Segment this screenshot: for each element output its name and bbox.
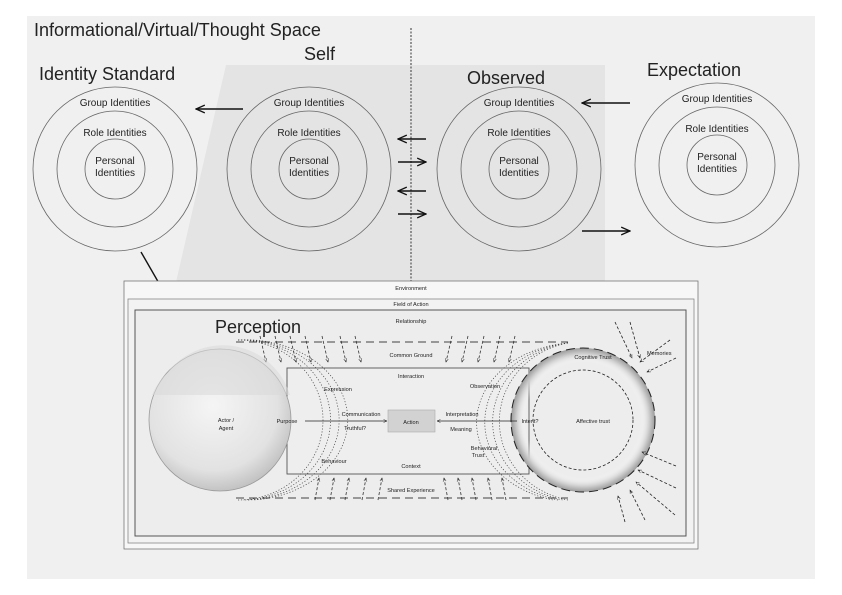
inbound-dashed-arrow xyxy=(458,478,463,501)
actor-dotted-arcs xyxy=(237,339,349,501)
field-of-action-label: Field of Action xyxy=(393,302,428,308)
interpretation-label: Interpretation xyxy=(446,412,479,418)
behavioral-trust-label: Behavioral xyxy=(471,446,497,452)
personal-identities-label: Personal xyxy=(499,156,538,167)
memories-label: Memories xyxy=(647,351,672,357)
inbound-dashed-arrow xyxy=(509,335,516,362)
identity-labels: Group Identities Role Identities Persona… xyxy=(80,94,753,179)
communication-label: Communication xyxy=(342,412,381,418)
observer-sphere xyxy=(511,348,655,492)
personal-identities-label-2: Identities xyxy=(95,168,135,179)
shared-experience-label: Shared Experience xyxy=(387,488,435,494)
personal-identities-label-2: Identities xyxy=(499,168,539,179)
inbound-dashed-arrow xyxy=(259,335,266,362)
inbound-dashed-arrow xyxy=(472,478,477,501)
inbound-dashed-arrow xyxy=(502,478,507,501)
common-ground-label: Common Ground xyxy=(390,353,433,359)
action-label: Action xyxy=(403,420,419,426)
behaviour-label: Behaviour xyxy=(321,459,346,465)
perception-heading: Perception xyxy=(215,317,301,337)
inbound-dashed-arrow xyxy=(478,335,485,362)
role-identities-label: Role Identities xyxy=(277,128,340,139)
behavioral-trust-label-2: Trust xyxy=(472,453,485,459)
expectation-heading: Expectation xyxy=(647,60,741,80)
context-label: Context xyxy=(401,464,421,470)
cognitive-trust-label: Cognitive Trust xyxy=(574,355,612,361)
purpose-label: Purpose xyxy=(277,419,298,425)
actor-sphere-cap xyxy=(152,345,290,395)
inbound-dashed-arrow xyxy=(344,478,349,501)
observation-label: Observation xyxy=(470,384,500,390)
inbound-dashed-arrow xyxy=(354,335,361,362)
inbound-dashed-arrow xyxy=(329,478,334,501)
observer-inbound-arrows xyxy=(614,321,677,523)
relationship-label: Relationship xyxy=(396,319,427,325)
role-identities-label: Role Identities xyxy=(487,128,550,139)
inbound-dashed-arrow xyxy=(494,335,501,362)
inbound-dashed-arrow xyxy=(462,335,469,362)
personal-identities-label-2: Identities xyxy=(289,168,329,179)
truthful-label: Truthful? xyxy=(344,426,366,432)
group-identities-label: Group Identities xyxy=(682,94,753,105)
self-heading: Self xyxy=(304,44,336,64)
inbound-dashed-arrow xyxy=(289,335,296,362)
space-heading: Informational/Virtual/Thought Space xyxy=(34,20,321,40)
group-identities-label: Group Identities xyxy=(274,98,345,109)
expression-label: Expression xyxy=(324,387,352,393)
projection-shape xyxy=(150,65,605,395)
environment-label: Environment xyxy=(395,286,427,292)
identity-standard-circles xyxy=(32,86,198,252)
inbound-dashed-arrow xyxy=(321,335,328,362)
personal-identities-label-2: Identities xyxy=(697,164,737,175)
identity-standard-heading: Identity Standard xyxy=(39,64,175,84)
observer-outer-circle xyxy=(510,347,656,493)
intent-label: Intent? xyxy=(521,419,538,425)
personal-identities-label: Personal xyxy=(289,156,328,167)
role-identities-label: Role Identities xyxy=(83,128,146,139)
inbound-dashed-arrow xyxy=(339,335,346,362)
actor-agent-label-2: Agent xyxy=(219,426,234,432)
affective-trust-label: Affective trust xyxy=(576,419,610,425)
inbound-dashed-arrow xyxy=(488,478,493,501)
inbound-dashed-arrow xyxy=(274,335,281,362)
inbound-dashed-arrow xyxy=(444,478,449,501)
self-circles xyxy=(226,86,392,252)
group-identities-label: Group Identities xyxy=(484,98,555,109)
inbound-dashed-arrows xyxy=(259,335,516,501)
interaction-label: Interaction xyxy=(398,374,424,380)
actor-agent-label: Actor / xyxy=(218,418,235,424)
observed-heading: Observed xyxy=(467,68,545,88)
inbound-dashed-arrow xyxy=(377,478,382,501)
observer-dotted-arcs xyxy=(476,342,569,501)
personal-identities-label: Personal xyxy=(95,156,134,167)
inbound-dashed-arrow xyxy=(446,335,453,362)
meaning-label: Meaning xyxy=(450,427,471,433)
personal-identities-label: Personal xyxy=(697,152,736,163)
inbound-dashed-arrow xyxy=(304,335,311,362)
group-identities-label: Group Identities xyxy=(80,98,151,109)
observed-circles xyxy=(436,86,602,252)
expectation-circles xyxy=(634,82,800,248)
observer-inner-circle xyxy=(532,369,634,471)
action-box xyxy=(387,409,436,433)
inbound-dashed-arrow xyxy=(361,478,366,501)
role-identities-label: Role Identities xyxy=(685,124,748,135)
inbound-dashed-arrow xyxy=(314,478,319,501)
